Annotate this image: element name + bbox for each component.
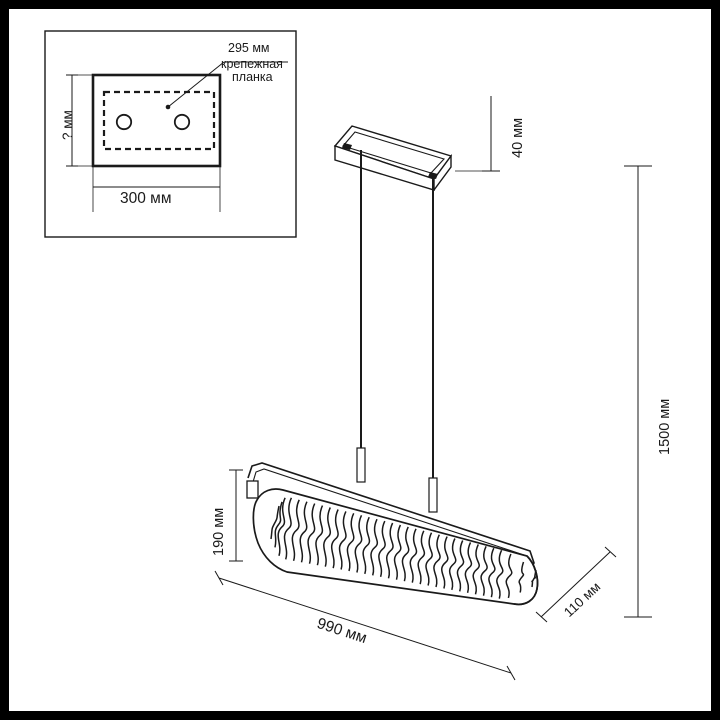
shade-flute <box>291 499 300 562</box>
frame-clamp-left <box>246 480 259 499</box>
main-view <box>214 96 652 681</box>
shade-flute <box>417 530 426 585</box>
shade-flute <box>433 534 441 588</box>
shade-flute <box>409 528 418 583</box>
inset-annotation-line1: крепежная <box>221 57 283 71</box>
screw-hole-right <box>173 113 191 131</box>
shade-flute <box>441 536 449 589</box>
inset-panel <box>44 30 297 238</box>
inset-annotation-line2: планка <box>232 70 273 84</box>
shade-flute <box>378 520 386 578</box>
bracket-body <box>91 73 222 168</box>
mounting-plate-outline <box>102 90 216 151</box>
screw-hole-left <box>115 113 133 131</box>
shade-flute <box>330 509 339 569</box>
shade-flute <box>274 501 283 548</box>
shade-flute <box>456 540 465 592</box>
dim-shade-height <box>229 469 243 562</box>
shade-flute <box>488 547 496 598</box>
shade-flutes <box>270 497 537 599</box>
shade-flute <box>425 532 433 586</box>
fluted-glass-shade <box>252 488 539 606</box>
shade-flute <box>315 505 324 566</box>
shade-flute <box>480 545 488 596</box>
shade-flute <box>307 503 316 564</box>
shade-flute <box>270 505 280 540</box>
dim-shade-depth <box>535 546 617 623</box>
dim-overall-drop <box>624 165 652 618</box>
leader-line-295 <box>167 61 225 108</box>
shade-flute <box>323 507 332 567</box>
suspension-cables <box>356 150 438 513</box>
shade-flute <box>362 516 371 575</box>
cable-connector-right <box>428 477 438 513</box>
shade-flute <box>496 549 504 599</box>
ceiling-canopy <box>333 125 453 193</box>
shade-flute <box>283 497 293 560</box>
cable-connector-left <box>356 447 366 483</box>
shade-flute <box>386 522 394 579</box>
shade-flute <box>401 526 410 582</box>
dim-shade-length <box>214 570 516 681</box>
shade-flute <box>299 501 308 563</box>
shade-flute <box>518 561 525 593</box>
shade-flute <box>354 514 363 573</box>
shade-flute <box>472 544 480 595</box>
dim-canopy-height <box>455 96 500 172</box>
shade-flute <box>505 553 513 599</box>
inset-label-300: 300 мм <box>120 190 172 207</box>
shade-flute <box>346 512 355 572</box>
shade-flute <box>531 569 537 588</box>
shade-flute <box>393 524 402 580</box>
shade-flute <box>448 538 457 591</box>
shade-flute <box>370 518 379 576</box>
inset-label-295: 295 мм <box>228 41 270 55</box>
shade-flute <box>464 542 473 594</box>
shade-flute <box>277 497 286 557</box>
shade-flute <box>338 511 347 570</box>
